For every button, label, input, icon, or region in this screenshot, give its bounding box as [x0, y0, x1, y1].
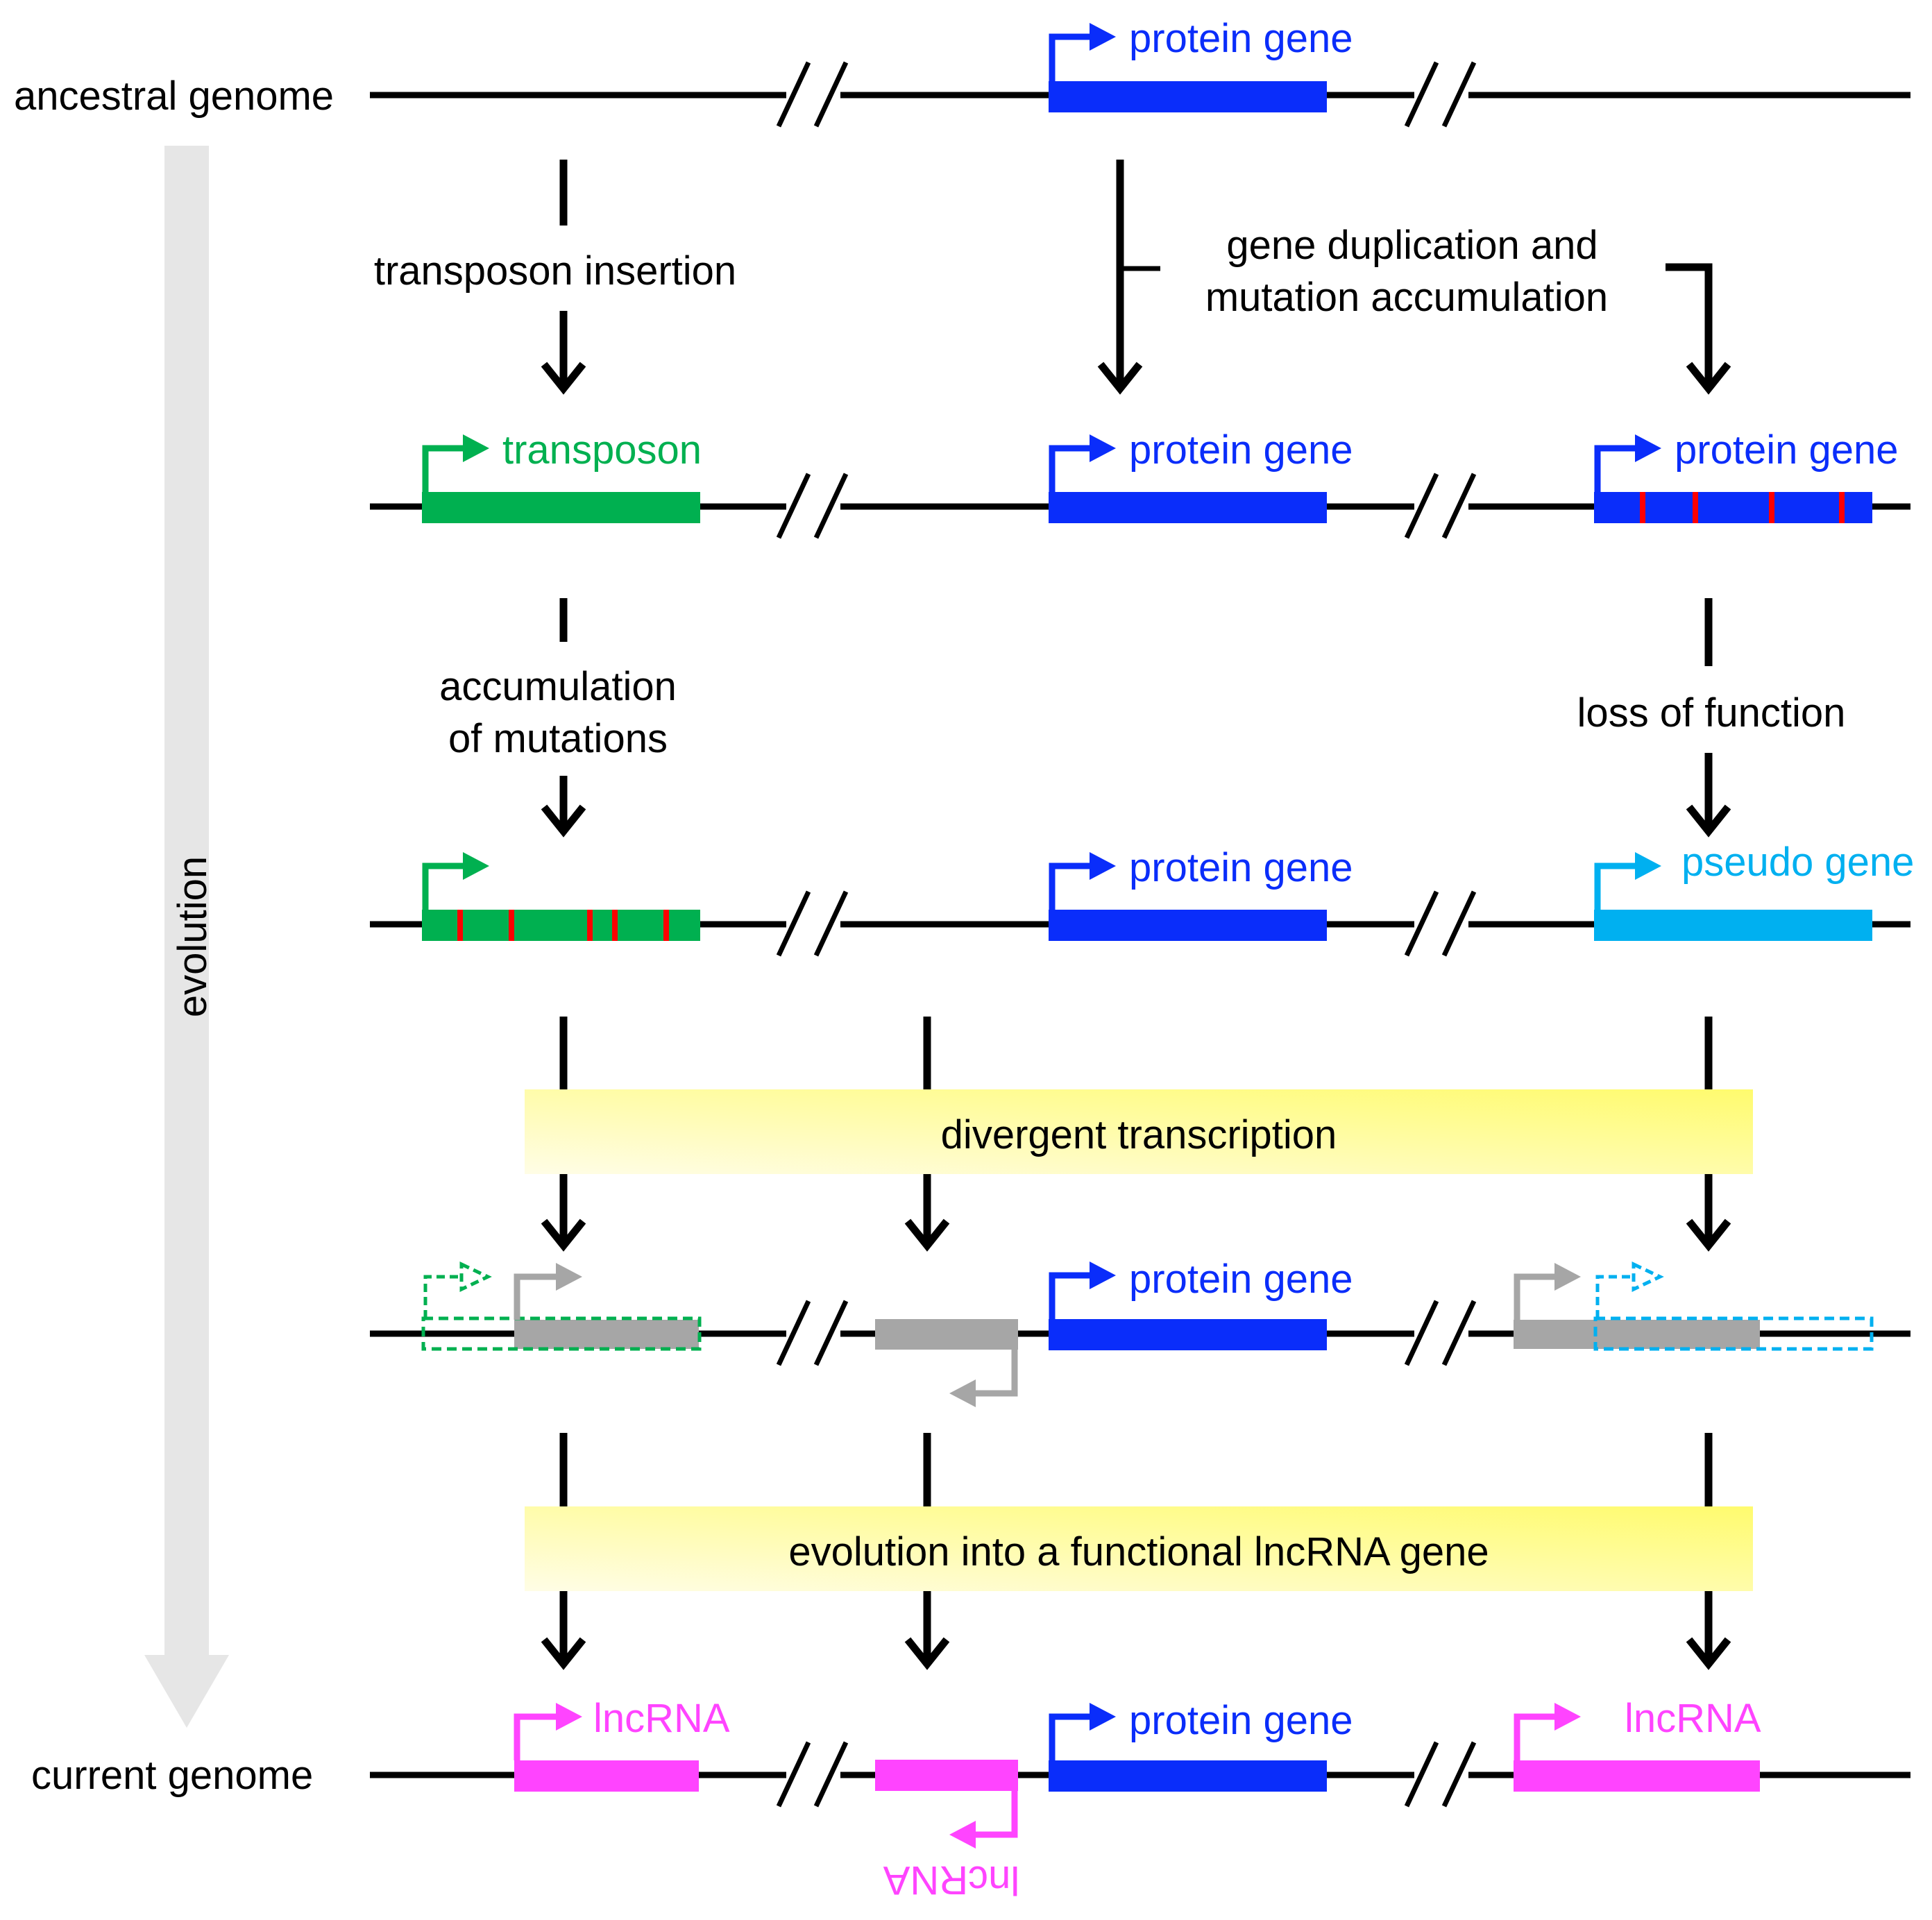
break-mark: [776, 473, 849, 539]
break-mark: [1404, 1300, 1477, 1366]
protein-gene-label: protein gene: [1129, 845, 1353, 890]
row-current-genome: current genome lncRNA lncRNA: [31, 1696, 1910, 1903]
pseudo-gene-box: [1594, 910, 1872, 941]
dashed-promoter-arrow-icon: [1595, 1261, 1664, 1318]
loss-of-function-label: loss of function: [1577, 690, 1846, 736]
divergent-transcription-band: [525, 1089, 1753, 1174]
degraded-transposon-outline: [421, 1316, 702, 1351]
row-2: transposon protein gene protein gene: [370, 427, 1910, 539]
evolution-arrow: [144, 146, 229, 1728]
break-mark: [1404, 890, 1477, 957]
break-mark: [776, 890, 849, 957]
promoter-arrow-icon: [1049, 434, 1116, 492]
protein-gene-label: protein gene: [1675, 427, 1898, 473]
promoter-arrow-icon: [1049, 1703, 1116, 1760]
promoter-arrow-icon: [514, 1263, 582, 1320]
protein-gene-box: [1049, 492, 1327, 523]
duplicated-protein-gene-box: [1594, 492, 1872, 523]
promoter-arrow-icon: [1049, 852, 1116, 910]
protein-gene-box: [1049, 1319, 1327, 1350]
promoter-arrow-icon: [422, 434, 489, 492]
reverse-promoter-arrow-icon: [949, 1350, 1018, 1407]
transposon-insertion-label: transposon insertion: [374, 248, 736, 294]
mutated-transposon-box: [422, 910, 700, 941]
antisense-lncrna-label: lncRNA: [883, 1858, 1019, 1903]
promoter-arrow-icon: [422, 852, 489, 910]
gene-duplication-label-2: mutation accumulation: [1205, 275, 1608, 320]
pseudo-gene-label: pseudo gene: [1681, 840, 1914, 885]
lncrna-label: lncRNA: [593, 1696, 730, 1741]
promoter-arrow-icon: [1049, 1261, 1116, 1319]
functional-lncrna-band: [525, 1506, 1753, 1591]
antisense-transcript-box: [875, 1319, 1018, 1350]
promoter-arrow-icon: [1594, 852, 1661, 910]
transposon-box: [422, 492, 700, 523]
functional-lncrna-label: evolution into a functional lncRNA gene: [788, 1529, 1489, 1574]
row-4: protein gene: [370, 1257, 1910, 1407]
protein-gene-box: [1049, 81, 1327, 112]
break-mark: [776, 1741, 849, 1808]
promoter-arrow-icon: [1594, 434, 1661, 492]
transition-4: evolution into a functional lncRNA gene: [525, 1433, 1753, 1670]
protein-gene-box: [1049, 910, 1327, 941]
transition-1: transposon insertion gene duplication an…: [374, 160, 1731, 395]
protein-gene-label: protein gene: [1129, 427, 1353, 473]
lncrna-box: [514, 1760, 699, 1792]
transposon-label: transposon: [502, 427, 702, 473]
row-3: protein gene pseudo gene: [370, 840, 1914, 957]
gray-transcript-box: [1514, 1320, 1760, 1349]
break-mark: [776, 61, 849, 128]
accumulation-label-2: of mutations: [448, 716, 668, 761]
dashed-promoter-arrow-icon: [423, 1261, 492, 1318]
break-mark: [776, 1300, 849, 1366]
break-mark: [1404, 473, 1477, 539]
evolution-label: evolution: [170, 856, 215, 1017]
row-ancestral-genome: ancestral genome protein gene: [14, 16, 1910, 128]
protein-gene-label: protein gene: [1129, 1698, 1353, 1743]
accumulation-label-1: accumulation: [439, 664, 677, 709]
promoter-arrow-icon: [1514, 1263, 1581, 1320]
gray-transcript-box: [514, 1320, 699, 1349]
break-mark: [1404, 61, 1477, 128]
divergent-transcription-label: divergent transcription: [941, 1112, 1337, 1157]
reverse-promoter-arrow-icon: [949, 1791, 1018, 1849]
mutation-marks: [457, 910, 669, 941]
promoter-arrow-icon: [1049, 23, 1116, 81]
protein-gene-label: protein gene: [1129, 1257, 1353, 1302]
lncrna-label: lncRNA: [1625, 1696, 1761, 1741]
protein-gene-label: protein gene: [1129, 16, 1353, 61]
transition-3: divergent transcription: [525, 1017, 1753, 1252]
transition-2: accumulation of mutations loss of functi…: [439, 598, 1846, 838]
lncrna-box: [1514, 1760, 1760, 1792]
mutation-marks: [1640, 492, 1845, 523]
antisense-lncrna-box: [875, 1760, 1018, 1791]
gene-duplication-label-1: gene duplication and: [1226, 223, 1598, 268]
break-mark: [1404, 1741, 1477, 1808]
ancestral-genome-label: ancestral genome: [14, 74, 334, 119]
degraded-pseudo-gene-outline: [1593, 1316, 1874, 1351]
current-genome-label: current genome: [31, 1753, 313, 1798]
protein-gene-box: [1049, 1760, 1327, 1792]
promoter-arrow-icon: [1514, 1703, 1581, 1760]
promoter-arrow-icon: [514, 1703, 582, 1760]
